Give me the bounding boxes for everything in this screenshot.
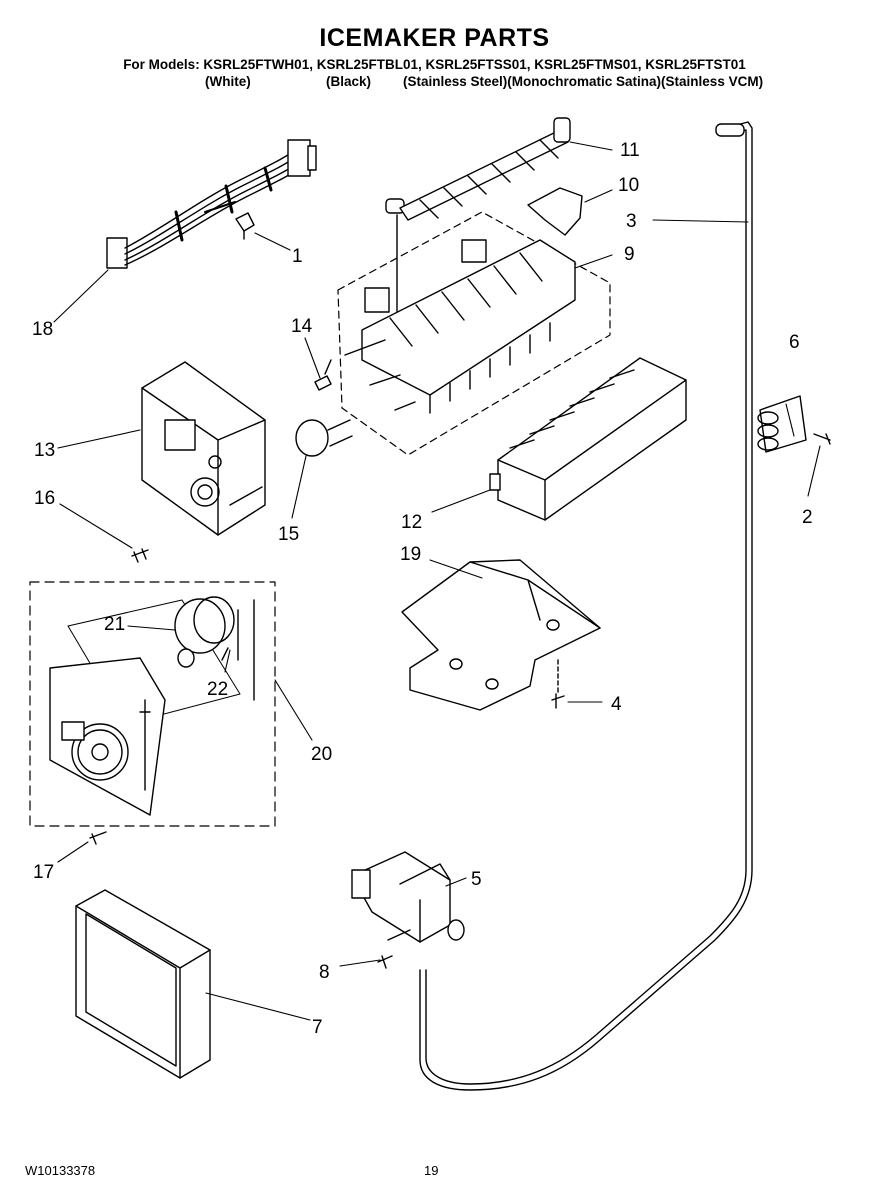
part-gear [177, 647, 229, 668]
models-line: For Models: KSRL25FTWH01, KSRL25FTBL01, … [123, 57, 746, 72]
callout-15: 15 [278, 524, 299, 545]
callout-6: 6 [789, 332, 800, 353]
variant-white: (White) [205, 74, 251, 89]
callout-9: 9 [624, 244, 635, 265]
part-motor [174, 596, 255, 701]
part-water-valve [351, 851, 465, 943]
part-screw-17 [89, 831, 107, 845]
part-motor-kit [29, 581, 276, 827]
callout-8: 8 [319, 962, 330, 983]
part-bearing [527, 187, 583, 236]
part-pad [75, 889, 211, 1079]
part-control-housing [141, 361, 266, 536]
part-ejector [385, 117, 571, 331]
callout-11: 11 [620, 140, 640, 161]
callout-20: 20 [311, 744, 332, 765]
part-screw-8 [377, 955, 393, 969]
part-screw-16 [131, 548, 149, 563]
variant-black: (Black) [326, 74, 372, 89]
page-number: 19 [424, 1163, 439, 1178]
part-wire-harness [106, 139, 317, 269]
callout-22: 22 [207, 679, 228, 700]
leader-lines [53, 141, 821, 1021]
part-shutoff-arm [314, 359, 332, 391]
callout-4: 4 [611, 694, 622, 715]
callout-3: 3 [626, 211, 637, 232]
part-icemaker-cover [401, 559, 601, 711]
callout-21: 21 [104, 614, 125, 635]
callout-13: 13 [34, 440, 55, 461]
page-title: ICEMAKER PARTS [319, 24, 550, 52]
callout-19: 19 [400, 544, 421, 565]
part-mold-heater [337, 211, 611, 456]
callout-18: 18 [32, 319, 53, 340]
part-screw-4 [551, 693, 565, 709]
part-tube-clamp [757, 395, 831, 453]
callout-17: 17 [33, 862, 54, 883]
callout-5: 5 [471, 869, 482, 890]
part-thermostat [295, 419, 353, 457]
callout-10: 10 [618, 175, 639, 196]
callout-16: 16 [34, 488, 55, 509]
callout-7: 7 [312, 1017, 323, 1038]
callout-14: 14 [291, 316, 313, 337]
part-cube-stripper [489, 357, 687, 521]
callout-1: 1 [292, 246, 303, 267]
part-clip [235, 212, 255, 240]
doc-number: W10133378 [25, 1163, 96, 1178]
callout-12: 12 [401, 512, 422, 533]
callout-labels: 1 2 3 4 5 6 7 8 9 10 11 12 13 14 15 16 1… [32, 140, 813, 1038]
callout-2: 2 [802, 507, 813, 528]
part-fill-tube [419, 121, 753, 1091]
variant-stainless: (Stainless Steel)(Monochromatic Satina)(… [403, 74, 764, 89]
